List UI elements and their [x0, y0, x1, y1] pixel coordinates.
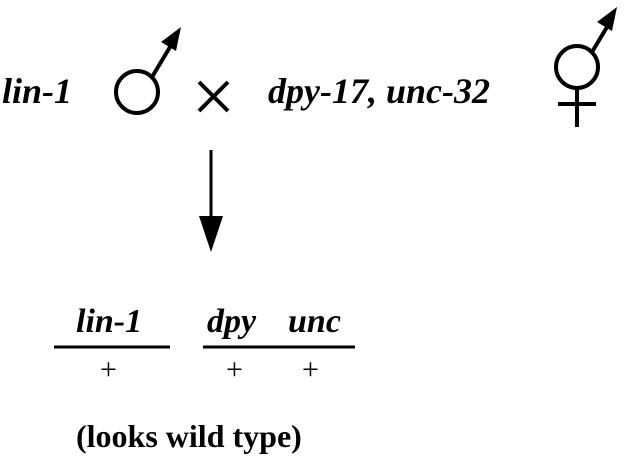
male-symbol-icon: [114, 27, 181, 115]
hermaphrodite-genotype-label: dpy-17, unc-32: [268, 71, 490, 111]
progeny-chrom1-top-allele: lin-1: [76, 303, 143, 340]
hermaphrodite-symbol-icon: [554, 7, 617, 127]
cross-icon: [197, 80, 230, 113]
progeny-phenotype-label: (looks wild type): [76, 418, 302, 454]
progeny-chrom2-top-allele-dpy: dpy: [207, 303, 257, 340]
progeny-chrom2-bottom-allele-1: +: [226, 353, 243, 386]
progeny-chrom2-bottom-allele-2: +: [302, 353, 319, 386]
progeny-chrom1-bottom-allele: +: [100, 353, 117, 386]
male-genotype-label: lin-1: [2, 71, 73, 111]
down-arrow-icon: [199, 150, 223, 252]
progeny-chrom2-top-allele-unc: unc: [288, 303, 341, 340]
